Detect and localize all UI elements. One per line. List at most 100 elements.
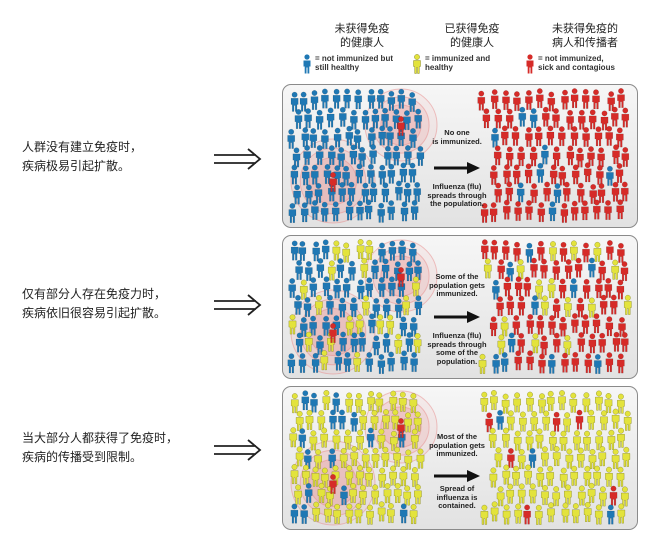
person-figure	[387, 163, 396, 184]
person-figure	[477, 90, 486, 111]
double-arrow-icon	[214, 148, 262, 170]
person-figure	[512, 315, 521, 335]
person-figure	[403, 182, 412, 203]
person-figure	[413, 411, 422, 432]
person-figure	[620, 261, 629, 282]
person-figure	[513, 91, 521, 112]
person-figure	[609, 294, 618, 315]
person-figure	[505, 146, 514, 167]
person-figure	[511, 125, 520, 146]
person-figure	[414, 108, 422, 129]
person-figure	[399, 466, 408, 487]
person-figure	[320, 427, 329, 448]
person-figure	[547, 278, 556, 298]
scenario-caption: 人群没有建立免疫时， 疾病极易引起扩散。	[22, 140, 143, 173]
person-figure	[576, 182, 585, 203]
person-figure	[530, 257, 538, 278]
person-figure	[408, 162, 417, 183]
person-figure	[622, 446, 631, 467]
person-figure	[410, 200, 419, 220]
person-figure	[300, 504, 309, 524]
person-figure	[289, 427, 298, 448]
person-figure	[315, 109, 324, 130]
person-figure	[560, 202, 569, 223]
person-figure	[321, 239, 330, 260]
person-figure	[623, 410, 632, 431]
person-figure	[362, 295, 370, 316]
person-figure	[526, 350, 534, 371]
person-figure	[570, 126, 579, 146]
person-figure	[621, 486, 629, 507]
person-figure	[570, 88, 579, 109]
person-figure	[295, 259, 303, 280]
person-figure	[384, 145, 392, 166]
person-figure	[529, 483, 537, 504]
person-figure	[354, 503, 363, 524]
person-figure	[552, 446, 561, 466]
person-figure	[397, 88, 406, 109]
person-figure	[506, 261, 514, 282]
person-figure	[611, 408, 620, 429]
person-figure	[612, 331, 621, 352]
person-figure	[598, 332, 607, 353]
person-figure	[343, 352, 352, 372]
person-figure	[358, 331, 366, 352]
person-figure	[480, 202, 489, 223]
person-figure	[388, 276, 396, 297]
person-figure	[395, 180, 403, 201]
person-figure	[309, 128, 318, 148]
person-figure	[576, 447, 585, 468]
person-figure	[355, 163, 364, 184]
person-figure	[535, 88, 544, 109]
person-figure	[576, 297, 585, 318]
person-figure	[588, 109, 597, 130]
person-figure	[620, 181, 629, 202]
person-figure	[529, 146, 538, 167]
person-figure	[557, 126, 566, 147]
person-figure	[376, 314, 384, 335]
person-figure	[305, 409, 314, 430]
person-figure	[598, 446, 607, 467]
legend-label-zh: 未获得免疫的 病人和传播者	[552, 22, 618, 49]
person-figure	[381, 446, 390, 467]
person-figure	[392, 109, 401, 129]
person-figure	[594, 126, 603, 147]
person-figure	[525, 430, 534, 451]
person-figure	[523, 276, 532, 297]
person-figure	[484, 258, 492, 279]
person-figure	[561, 502, 570, 523]
person-figure	[295, 446, 304, 467]
person-figure	[549, 164, 558, 185]
person-figure	[517, 483, 526, 504]
person-figure	[387, 200, 395, 221]
person-figure	[512, 465, 520, 486]
person-figure	[376, 88, 385, 109]
person-figure	[321, 129, 329, 149]
person-figure	[303, 449, 312, 469]
person-figure	[542, 410, 551, 431]
person-figure	[496, 296, 504, 317]
person-figure	[378, 242, 386, 263]
person-figure	[605, 125, 614, 146]
person-figure	[299, 317, 308, 337]
person-figure	[541, 106, 550, 127]
person-figure	[389, 390, 398, 411]
person-figure	[414, 484, 422, 505]
person-figure	[338, 409, 346, 430]
person-figure	[287, 353, 296, 374]
person-figure	[519, 411, 527, 432]
person-figure	[399, 391, 407, 412]
person-figure	[369, 182, 378, 203]
person-figure	[305, 184, 313, 205]
person-figure	[502, 427, 510, 448]
person-figure	[320, 350, 329, 371]
person-figure	[392, 145, 401, 166]
person-figure	[543, 181, 551, 202]
person-figure	[303, 145, 311, 165]
person-figure	[605, 466, 613, 487]
person-figure	[331, 201, 340, 222]
person-figure	[377, 501, 386, 522]
person-figure	[494, 108, 503, 129]
person-figure	[566, 109, 574, 130]
person-figure	[552, 486, 561, 507]
